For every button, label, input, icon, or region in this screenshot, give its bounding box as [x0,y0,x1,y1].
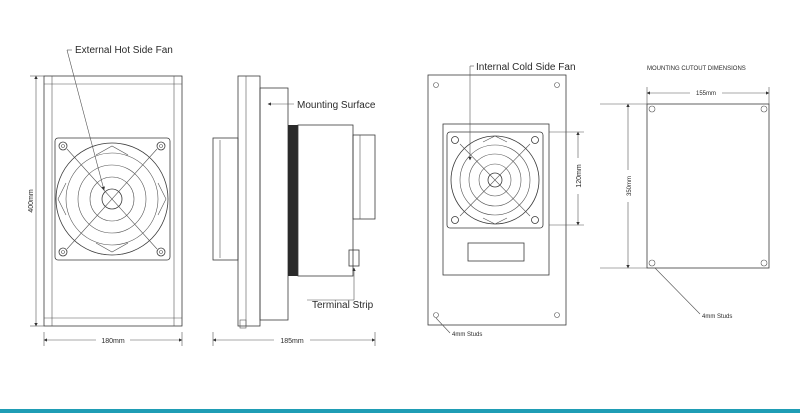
cold-side-vent [467,242,525,262]
studs-left-label: 4mm Studs [452,332,482,338]
front-screws [58,141,166,257]
cutout-height-dim: 350mm [627,176,633,196]
studs-right-label: 4mm Studs [702,314,732,320]
side-view: 185mm Mounting Surface Terminal Strip [212,75,376,346]
mounting-surface-label: Mounting Surface [297,100,376,111]
cold-side-view: 120mm Internal Cold Side Fan 4mm Studs [427,62,584,338]
heatsink-block [288,125,298,276]
front-width-dim: 180mm [101,338,125,345]
external-fan-label: External Hot Side Fan [75,45,173,56]
front-height-dim: 400mm [28,189,35,213]
cutout-width-dim: 155mm [696,91,716,97]
cold-side-fan-icon [450,135,540,225]
cutout-title: MOUNTING CUTOUT DIMENSIONS [647,66,746,72]
hot-side-fan-icon [55,142,169,256]
inner-fan-height-dim: 120mm [576,164,583,188]
front-view: 400mm 180mm External Hot Side Fan [28,45,183,346]
cutout-corner-holes [648,105,768,267]
cold-screws [451,136,539,224]
cutout-view: MOUNTING CUTOUT DIMENSIONS 155mm 350mm 4… [600,66,770,320]
terminal-strip-label: Terminal Strip [312,300,374,311]
cold-corner-holes [433,82,560,318]
internal-fan-label: Internal Cold Side Fan [476,62,576,73]
side-depth-dim: 185mm [280,338,304,345]
accent-bar [0,409,800,413]
terminal-strip-shape [348,249,360,267]
